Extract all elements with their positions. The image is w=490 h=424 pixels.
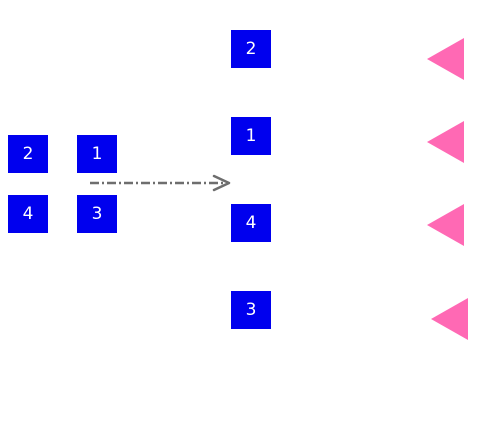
destination-box-1: 2 (231, 30, 271, 68)
destination-box-3: 4 (231, 204, 271, 242)
triangle-marker-icon (427, 121, 464, 163)
triangle-marker-icon (427, 204, 464, 246)
destination-box-2: 1 (231, 117, 271, 155)
source-box-top-left: 2 (8, 135, 48, 173)
destination-box-4: 3 (231, 291, 271, 329)
triangle-marker-icon (431, 298, 468, 340)
source-box-top-right: 1 (77, 135, 117, 173)
triangle-marker-icon (427, 38, 464, 80)
source-box-bottom-right: 3 (77, 195, 117, 233)
source-box-bottom-left: 4 (8, 195, 48, 233)
